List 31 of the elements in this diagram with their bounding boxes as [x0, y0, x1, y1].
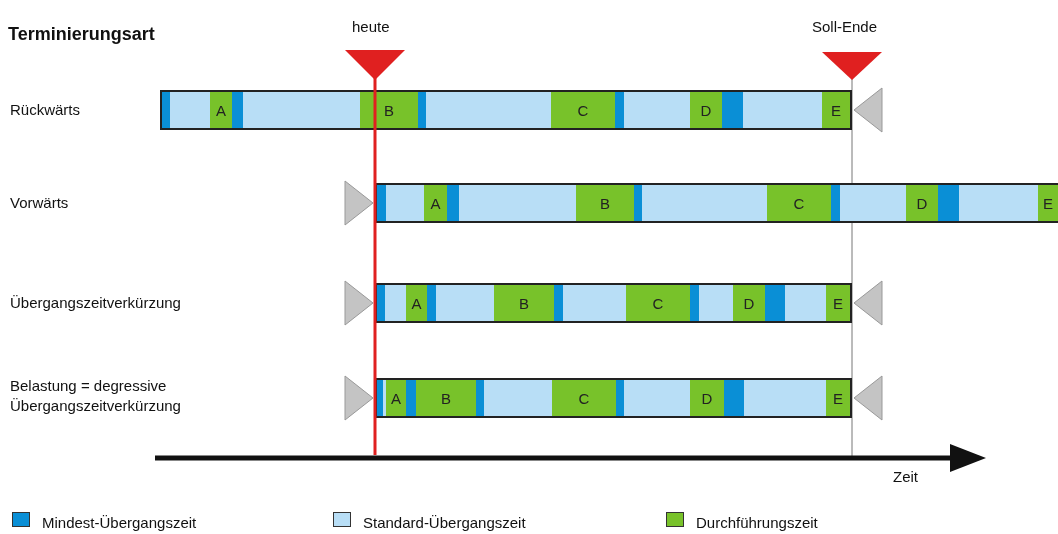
row-label: Rückwärts	[10, 101, 80, 118]
row-label: Vorwärts	[10, 194, 69, 211]
processing-segment: D	[690, 90, 722, 130]
processing-segment: D	[690, 378, 724, 418]
processing-segment: B	[416, 378, 476, 418]
row-label: Übergangszeitverkürzung	[10, 294, 181, 311]
processing-segment: B	[494, 283, 554, 323]
processing-segment: E	[1038, 183, 1058, 223]
processing-segment: E	[826, 378, 852, 418]
legend-label: Mindest-Übergangszeit	[42, 514, 197, 531]
processing-segment: E	[826, 283, 852, 323]
processing-segment: A	[424, 183, 447, 223]
legend-label: Standard-Übergangszeit	[363, 514, 526, 531]
processing-segment: C	[551, 90, 615, 130]
row-label: Belastung = degressive Übergangszeitverkürzung	[10, 376, 182, 416]
processing-segment: B	[576, 183, 634, 223]
processing-segment: A	[406, 283, 427, 323]
processing-segment: B	[360, 90, 418, 130]
processing-segment: C	[552, 378, 616, 418]
processing-segment: C	[626, 283, 690, 323]
processing-segment: D	[906, 183, 938, 223]
legend-label: Durchführungszeit	[696, 514, 818, 531]
processing-segment: D	[733, 283, 765, 323]
processing-segment: A	[210, 90, 232, 130]
processing-segment: C	[767, 183, 831, 223]
diagram-title: Terminierungsart	[8, 24, 155, 45]
processing-segment: A	[386, 378, 406, 418]
processing-segment: E	[822, 90, 852, 130]
axis-label: Zeit	[893, 468, 918, 485]
marker-label: Soll-Ende	[812, 18, 878, 35]
marker-label: heute	[352, 18, 390, 35]
